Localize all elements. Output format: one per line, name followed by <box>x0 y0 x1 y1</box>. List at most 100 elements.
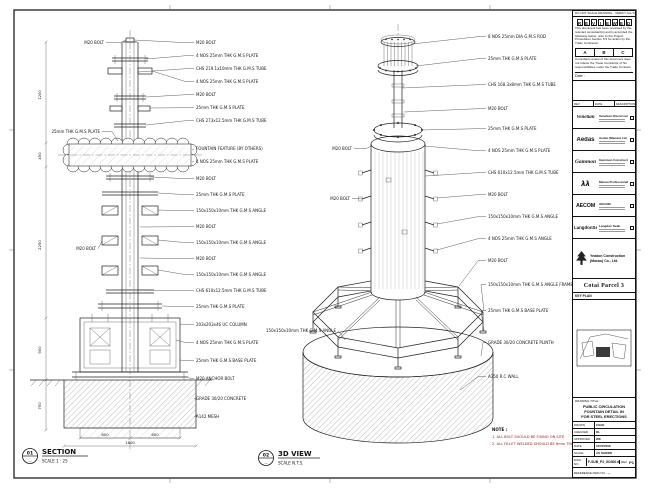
note-line: 1. ALL BOLT SHOULD BE FIXING ON SITE. <box>492 435 565 439</box>
callout-text: M20 BOLT <box>196 224 216 229</box>
dwg-number-row: DWG NO. F-SUB_P3_GD300.dwg REV P1 <box>573 457 635 468</box>
anchor-rod-cage <box>377 34 419 76</box>
view-bubble-sheet: — <box>28 459 32 464</box>
party-row-aecom: AECOM AECOM <box>573 195 635 218</box>
callout-text: M20 BOLT <box>330 196 350 201</box>
drawing-title-block: DRAWING TITLE : PUBLIC CIRCULATION FOUNT… <box>573 398 635 422</box>
address-lines <box>599 184 628 188</box>
callout-text: FOUNTAIN FEATURE (BY OTHERS) <box>196 146 263 151</box>
meta-value: CHAD <box>596 423 605 427</box>
callout-text: M20 ANCHOR BOLT <box>196 376 235 381</box>
address-lines <box>599 228 628 232</box>
venetian-logo: Venetian <box>576 115 595 121</box>
callout-text: 25mm THK G.M.S PLATE <box>196 192 245 197</box>
callout-text: 4 NOS 25mm THK G.M.S PLATE <box>196 340 259 345</box>
drawing-title-line: FOR STEEL ERECTIONS <box>581 414 627 420</box>
key-plan-map <box>573 300 635 397</box>
stamp-body-text: This document has been reviewed by the r… <box>575 25 633 46</box>
address-lines <box>599 162 628 166</box>
key-plan-drawing <box>576 330 632 367</box>
aecom-logo: AECOM <box>575 202 596 209</box>
revision-col: REV <box>573 101 594 107</box>
drawing-meta-table: DRAWN CHAD CHECKED DL APPROVED WK DATE 0… <box>573 422 635 457</box>
mps-logo: λλ <box>581 179 590 188</box>
callout-text: 4 NOS 25mm THK G.M.S PLATE <box>488 148 551 153</box>
stamp-letter: I <box>597 18 604 26</box>
dwg-number-value: F-SUB_P3_GD300.dwg <box>588 460 620 464</box>
callout-text: 25mm THK G.M.S PLATE <box>196 304 245 309</box>
concrete-pedestal <box>302 326 494 444</box>
drawing-title-line: FOUNTAIN DETAIL IN <box>584 409 624 415</box>
meta-label: SCALE <box>573 450 595 456</box>
reference-dwg-row: REFERENCE DWG NO. — <box>573 468 635 477</box>
callout-text: 203x203x46 UC COLUMN <box>196 322 247 327</box>
callout-text: CHS 168.3x8mm THK G.M.S TUBE <box>488 82 556 87</box>
party-row-mps: λλ Macau Professional Services Ltd. <box>573 173 635 196</box>
base-pedestal <box>72 314 188 380</box>
party-name: Aedas (Macau) Ltd. <box>599 135 628 140</box>
callout-text: 150x150x10mm THK G.M.S ANGLE FRAME <box>488 282 573 287</box>
callout-text: M20 BOLT <box>488 258 508 263</box>
party-name: Macau Professional Services Ltd. <box>599 179 628 184</box>
stamp-date-row: Date : <box>575 71 633 78</box>
meta-value: DL <box>596 430 600 434</box>
checkbox <box>630 225 634 230</box>
meta-row-date: DATE 01/07/2008 <box>573 443 635 450</box>
key-plan-label: KEY PLAN <box>573 293 635 301</box>
drawing-title-label: DRAWING TITLE : <box>575 399 601 404</box>
checkbox <box>630 159 634 164</box>
callout-text: M20 BOLT <box>196 176 216 181</box>
plot-note: DO NOT SCALE DRAWING · VERIFY ALL DIMENS… <box>573 11 635 17</box>
party-name: Gammon Construction Limited <box>599 157 628 162</box>
address-lines <box>599 118 628 122</box>
callout-text: GRADE 30/20 CONCRETE PLINTH <box>488 340 554 345</box>
party-name: Langdon Seah <box>599 223 621 228</box>
meta-row-checked: CHECKED DL <box>573 429 635 436</box>
reference-value: — <box>607 470 611 475</box>
callout-text: 25mm THK G.M.S PLATE <box>51 129 100 134</box>
address-lines <box>599 140 628 144</box>
party-name: AECOM <box>599 201 611 206</box>
meta-label: CHECKED <box>573 429 595 435</box>
section-label: 01 — SECTION SCALE 1 : 25 <box>22 448 88 464</box>
checkbox <box>630 203 634 208</box>
view-scale: SCALE 1 : 25 <box>42 459 68 464</box>
key-plan: KEY PLAN <box>573 293 635 398</box>
note-title: NOTE : <box>492 427 508 432</box>
party-row-venetian: Venetian Venetian Orient Limited <box>573 107 635 130</box>
dimension-text: 450 <box>37 152 42 160</box>
callout-text: 4 NOS 25mm THK G.M.S ANGLE <box>488 236 552 241</box>
view-3d <box>302 24 494 444</box>
dimension-text: 1800 <box>125 440 135 445</box>
callout-text: CHS 219.1x10mm THK G.M.S TUBE <box>196 66 267 71</box>
stamp-status-boxes: A B C <box>575 47 633 57</box>
callout-text: 4 NOS 25mm THK G.M.S PLATE <box>196 79 259 84</box>
callout-text: 25mm THK G.M.S BASE PLATE <box>196 358 257 363</box>
checkbox <box>630 115 634 120</box>
section-view: 600 600 1800 1200 450 2250 900 750 <box>30 30 212 452</box>
meta-value: 01/07/2008 <box>596 444 611 448</box>
drawing-title-line: PUBLIC CIRCULATION <box>582 404 626 410</box>
revision-table: REV DATE DESCRIPTION <box>573 81 635 108</box>
sheet-frame <box>9 5 641 483</box>
stamp-status-b: B <box>595 48 614 56</box>
stamp-status-a: A <box>576 48 595 56</box>
dwg-rev-value: P1 <box>629 459 634 465</box>
meta-row-approved: APPROVED WK <box>573 436 635 443</box>
dimension-text: 900 <box>37 346 42 354</box>
checkbox <box>630 181 634 186</box>
callout-text: M20 BOLT <box>488 192 508 197</box>
checkbox <box>630 137 634 142</box>
stamp-footnote: Consultant review of this document does … <box>575 57 632 69</box>
foundation <box>30 379 212 439</box>
callout-text: M20 BOLT <box>488 106 508 111</box>
meta-row-drawn: DRAWN CHAD <box>573 422 635 429</box>
meta-row-scale: SCALE AS SHOWN <box>573 450 635 456</box>
view-title: SECTION <box>42 448 76 456</box>
meta-label: APPROVED <box>573 436 595 442</box>
callout-text: CHS 610x12.5mm THK G.M.S TUBE <box>196 288 267 293</box>
callout-text: M20 BOLT <box>84 40 104 45</box>
contractor-name: Yeadon Construction (Macau) Co., Ltd. <box>590 254 626 263</box>
